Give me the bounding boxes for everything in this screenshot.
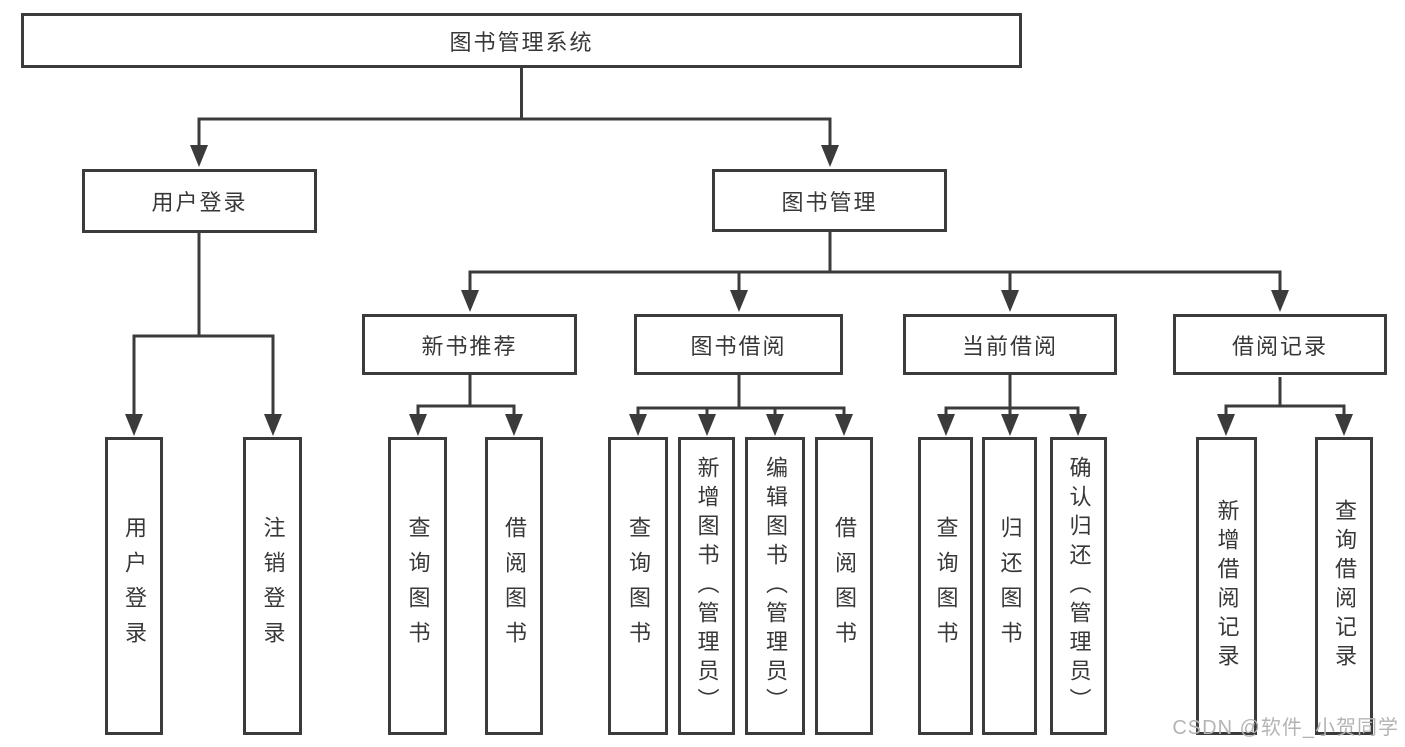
- leaf-query-book-1: 查询图书: [388, 437, 447, 735]
- arrowheads: [125, 145, 1353, 436]
- leaf-query-borrow-record: 查询借阅记录: [1315, 437, 1373, 735]
- leaf-borrow-book-2: 借阅图书: [815, 437, 873, 735]
- leaf-return-book: 归还图书: [982, 437, 1037, 735]
- node-root: 图书管理系统: [21, 13, 1022, 68]
- leaf-logout: 注销登录: [243, 437, 302, 735]
- node-user-login: 用户登录: [82, 169, 317, 233]
- node-book-borrowing: 图书借阅: [634, 314, 843, 375]
- connector-path: [132, 68, 1346, 417]
- leaf-edit-book-admin: 编辑图书（管理员）: [745, 437, 805, 735]
- leaf-add-book-admin: 新增图书（管理员）: [678, 437, 735, 735]
- node-book-management: 图书管理: [712, 169, 947, 232]
- node-current-borrowing: 当前借阅: [903, 314, 1117, 375]
- leaf-add-borrow-record: 新增借阅记录: [1196, 437, 1257, 735]
- leaf-query-book-2: 查询图书: [608, 437, 668, 735]
- leaf-confirm-return-admin: 确认归还（管理员）: [1050, 437, 1107, 735]
- node-borrowing-records: 借阅记录: [1173, 314, 1387, 375]
- leaf-user-login: 用户登录: [105, 437, 163, 735]
- leaf-borrow-book-1: 借阅图书: [485, 437, 543, 735]
- leaf-query-book-3: 查询图书: [918, 437, 973, 735]
- node-new-book-recommend: 新书推荐: [362, 314, 577, 375]
